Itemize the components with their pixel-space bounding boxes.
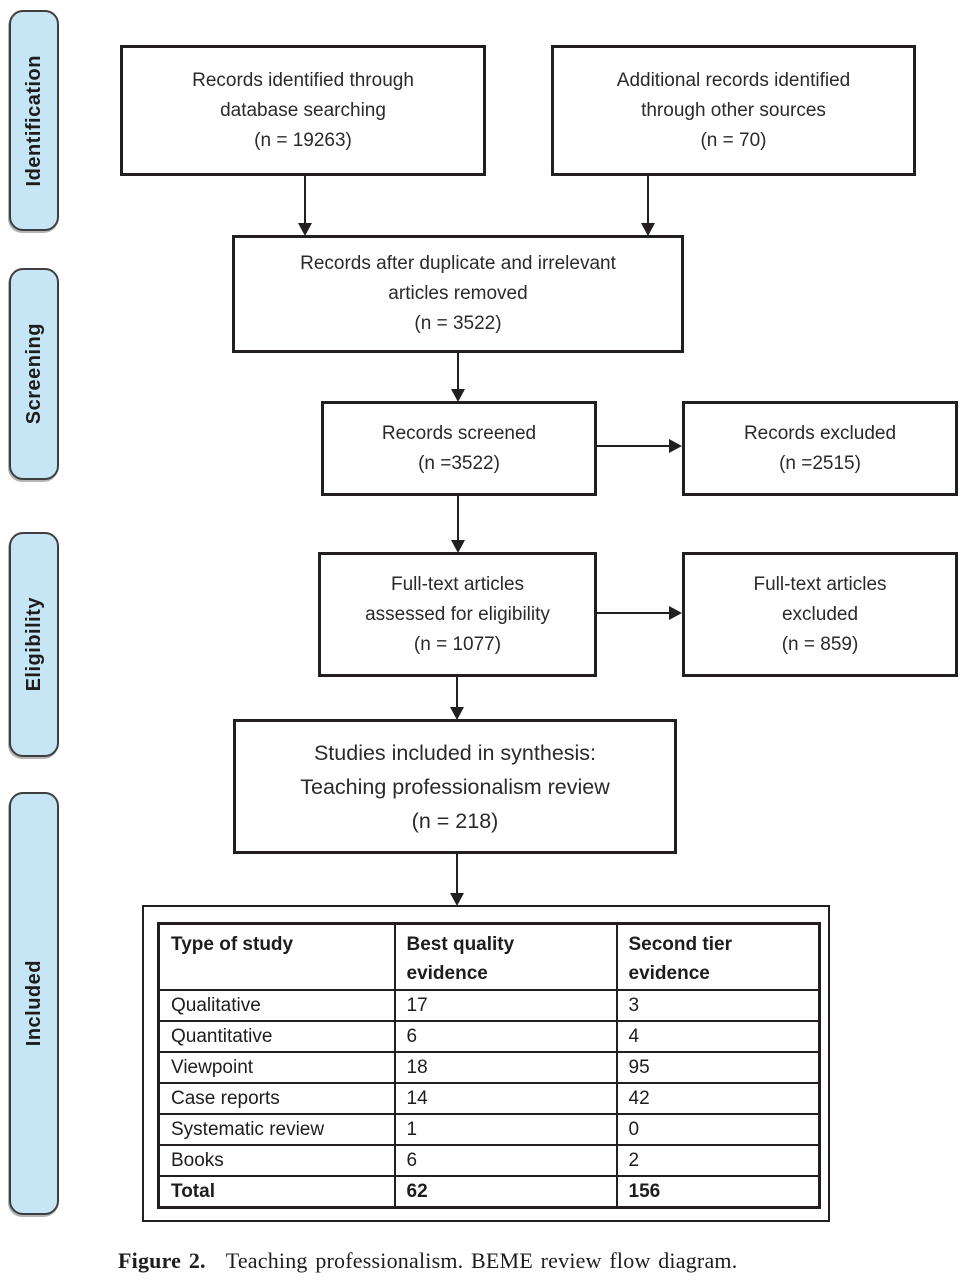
box-line: through other sources (641, 99, 826, 121)
col-header-type-of-study: Type of study (157, 922, 396, 991)
arrow-synthesis-to-table (450, 854, 464, 906)
table-cell: Qualitative (157, 989, 396, 1022)
box-line: (n = 3522) (414, 313, 502, 334)
table-cell: 156 (615, 1175, 821, 1209)
arrow-fulltext-to-excluded (597, 606, 682, 620)
figure-caption-label: Figure 2. (118, 1248, 206, 1273)
stage-eligibility: Eligibility (9, 532, 59, 757)
table-cell: Case reports (157, 1082, 396, 1115)
box-line: Teaching professionalism review (300, 774, 610, 799)
stage-included: Included (9, 792, 59, 1215)
table-cell: Total (157, 1175, 396, 1209)
box-line: Full-text articles (390, 573, 525, 595)
col-header-best-quality: Best quality evidence (393, 922, 618, 991)
figure-caption-text: Teaching professionalism. BEME review fl… (225, 1248, 738, 1273)
table-cell: Viewpoint (157, 1051, 396, 1084)
box-line: (n =2515) (779, 452, 861, 474)
box-line: (n = 19263) (254, 129, 352, 151)
included-studies-table: Type of study Best quality evidence Seco… (157, 922, 821, 1209)
table-row: Quantitative 6 4 (157, 1020, 821, 1053)
box-line: (n = 1077) (413, 633, 502, 655)
box-line: (n = 70) (700, 129, 767, 151)
box-duplicates-removed: Records after duplicate and irrelevant a… (232, 235, 684, 353)
box-line: database searching (220, 99, 386, 121)
table-cell: 1 (393, 1113, 618, 1146)
box-line: (n =3522) (418, 452, 500, 474)
box-studies-included-synthesis: Studies included in synthesis: Teaching … (233, 719, 677, 854)
table-row: Viewpoint 18 95 (157, 1051, 821, 1084)
table-cell: 4 (615, 1020, 821, 1053)
table-cell: 6 (393, 1020, 618, 1053)
table-cell: 18 (393, 1051, 618, 1084)
table-cell: 62 (393, 1175, 618, 1209)
box-line: assessed for eligibility (365, 603, 550, 625)
table-row: Qualitative 17 3 (157, 989, 821, 1022)
arrow-fulltext-to-synthesis (450, 677, 464, 720)
box-line: Full-text articles (753, 573, 887, 595)
box-line: (n = 859) (781, 633, 859, 655)
stage-identification: Identification (9, 10, 59, 231)
arrow-screened-to-fulltext (451, 496, 465, 553)
box-records-excluded: Records excluded (n =2515) (682, 401, 958, 496)
table-cell: 17 (393, 989, 618, 1022)
box-records-identified: Records identified through database sear… (120, 45, 486, 176)
table-cell: Systematic review (157, 1113, 396, 1146)
table-row: Books 6 2 (157, 1144, 821, 1177)
box-fulltext-excluded: Full-text articles excluded (n = 859) (682, 552, 958, 677)
table-cell: Books (157, 1144, 396, 1177)
table-header-row: Type of study Best quality evidence Seco… (157, 922, 821, 991)
col-header-second-tier: Second tier evidence (615, 922, 821, 991)
table-total-row: Total 62 156 (157, 1175, 821, 1209)
box-line: Records identified through (192, 69, 414, 91)
table-cell: 0 (615, 1113, 821, 1146)
box-additional-records: Additional records identified through ot… (551, 45, 916, 176)
box-line: Records after duplicate and irrelevant (300, 253, 616, 274)
arrow-deduplicated-to-screened (451, 353, 465, 402)
table-cell: 14 (393, 1082, 618, 1115)
stage-label: Screening (22, 323, 45, 425)
stage-screening: Screening (9, 268, 59, 480)
table-cell: 42 (615, 1082, 821, 1115)
table-row: Case reports 14 42 (157, 1082, 821, 1115)
arrow-screened-to-excluded (597, 439, 682, 453)
box-records-screened: Records screened (n =3522) (321, 401, 597, 496)
box-line: excluded (781, 603, 859, 625)
box-fulltext-assessed: Full-text articles assessed for eligibil… (318, 552, 597, 677)
stage-label: Identification (22, 54, 45, 187)
arrow-additional-to-deduplicated (641, 176, 655, 236)
stage-label: Included (22, 960, 45, 1047)
table-cell: 6 (393, 1144, 618, 1177)
box-line: Studies included in synthesis: (313, 740, 597, 765)
table-cell: Quantitative (157, 1020, 396, 1053)
figure-caption: Figure 2. Teaching professionalism. BEME … (118, 1246, 918, 1276)
box-line: Records excluded (743, 422, 897, 444)
arrow-identified-to-deduplicated (298, 176, 312, 236)
box-line: Additional records identified (616, 69, 851, 91)
stage-label: Eligibility (22, 597, 45, 692)
table-cell: 95 (615, 1051, 821, 1084)
box-line: (n = 218) (411, 808, 499, 833)
table-cell: 3 (615, 989, 821, 1022)
table-cell: 2 (615, 1144, 821, 1177)
table-row: Systematic review 1 0 (157, 1113, 821, 1146)
box-line: articles removed (388, 283, 528, 304)
box-line: Records screened (381, 422, 537, 444)
